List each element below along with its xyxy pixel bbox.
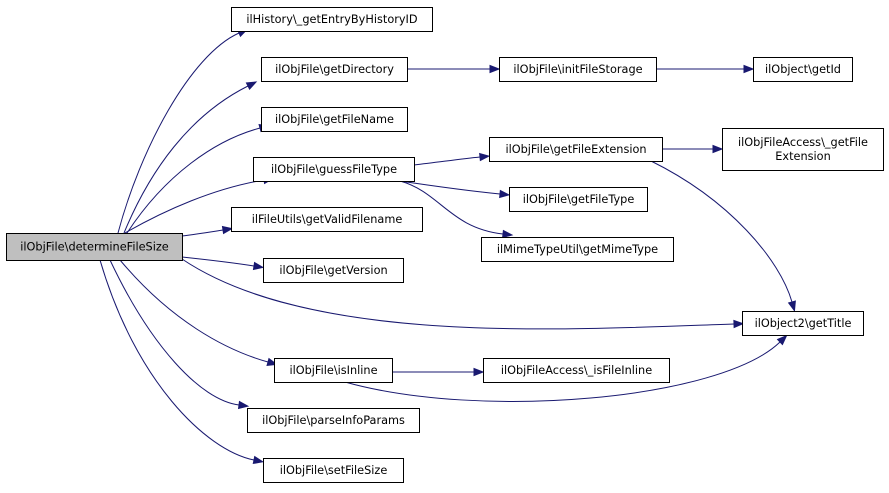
edge-root-to-getVersion — [181, 256, 255, 267]
node-box-getTitle[interactable] — [742, 311, 864, 336]
edge-root-to-getValidFilename — [181, 229, 224, 237]
arrowhead-isInline-to-getTitle — [776, 334, 788, 346]
edge-root-to-isInline — [119, 259, 269, 363]
node-parseInfoParams[interactable]: ilObjFile\parseInfoParams — [247, 408, 420, 433]
edges-layer — [99, 28, 796, 465]
node-getFileType[interactable]: ilObjFile\getFileType — [509, 187, 648, 212]
arrowhead-isInline-to-isFileInline — [473, 367, 485, 377]
node-getDirectory[interactable]: ilObjFile\getDirectory — [261, 57, 408, 82]
edge-root-to-history — [117, 32, 240, 234]
node-label-isInline: ilObjFile\isInline — [289, 364, 377, 377]
node-label-history: ilHistory\_getEntryByHistoryID — [246, 13, 417, 26]
node-box-getFileName[interactable] — [261, 107, 408, 132]
node-label-getVersion: ilObjFile\getVersion — [279, 264, 387, 277]
node-getFileExtension[interactable]: ilObjFile\getFileExtension — [489, 137, 663, 162]
node-label-accessGetFileExtension-line2: Extension — [775, 150, 830, 163]
edge-guessFileType-to-getMimeType — [399, 180, 504, 235]
node-label-isFileInline: ilObjFileAccess\_isFileInline — [501, 364, 652, 377]
arrowhead-root-to-getTitle — [733, 319, 745, 329]
node-guessFileType[interactable]: ilObjFile\guessFileType — [253, 157, 415, 182]
edge-root-to-guessFileType — [124, 179, 265, 234]
arrowhead-getDirectory-to-initFileStorage — [489, 64, 501, 74]
node-label-getValidFilename: ilFileUtils\getValidFilename — [252, 213, 403, 226]
node-label-getFileName: ilObjFile\getFileName — [275, 113, 394, 126]
node-root[interactable]: ilObjFile\determineFileSize — [6, 233, 183, 261]
node-box-getVersion[interactable] — [263, 258, 404, 283]
node-accessGetFileExtension[interactable]: ilObjFileAccess\_getFileExtension — [722, 128, 884, 171]
arrowhead-root-to-getDirectory — [245, 81, 258, 91]
node-label-guessFileType: ilObjFile\guessFileType — [271, 163, 397, 176]
arrowhead-guessFileType-to-getFileExtension — [479, 152, 491, 162]
arrowhead-guessFileType-to-getMimeType — [502, 229, 514, 239]
node-box-parseInfoParams[interactable] — [247, 408, 420, 433]
node-setFileSize[interactable]: ilObjFile\setFileSize — [263, 458, 404, 483]
arrowhead-root-to-getValidFilename — [221, 225, 234, 235]
node-getVersion[interactable]: ilObjFile\getVersion — [263, 258, 404, 283]
edge-isInline-to-getTitle — [344, 341, 781, 402]
edge-guessFileType-to-getFileType — [399, 180, 501, 195]
node-label-initFileStorage: ilObjFile\initFileStorage — [513, 63, 642, 76]
node-label-getId: ilObject\getId — [765, 63, 841, 76]
node-box-isInline[interactable] — [274, 358, 393, 383]
node-box-getFileExtension[interactable] — [489, 137, 663, 162]
arrowhead-getFileExtension-to-accessGetFileExtension — [712, 144, 724, 154]
nodes-layer: ilObjFile\determineFileSize ilHistory\_ge… — [6, 7, 884, 483]
node-label-getFileType: ilObjFile\getFileType — [523, 193, 635, 206]
edge-root-to-parseInfoParams — [109, 259, 240, 406]
node-isFileInline[interactable]: ilObjFileAccess\_isFileInline — [483, 358, 670, 383]
node-box-getFileType[interactable] — [509, 187, 648, 212]
arrowhead-root-to-setFileSize — [252, 455, 265, 465]
node-label-parseInfoParams: ilObjFile\parseInfoParams — [262, 414, 405, 427]
node-box-getValidFilename[interactable] — [231, 207, 423, 232]
node-label-getTitle: ilObject2\getTitle — [755, 317, 852, 330]
arrowhead-initFileStorage-to-getId — [743, 64, 755, 74]
node-box-history[interactable] — [231, 7, 433, 32]
node-label-accessGetFileExtension-line1: ilObjFileAccess\_getFile — [738, 136, 868, 149]
node-box-getId[interactable] — [753, 57, 853, 82]
arrowhead-root-to-parseInfoParams — [237, 400, 250, 410]
edge-getFileExtension-to-getTitle — [650, 160, 793, 303]
node-getValidFilename[interactable]: ilFileUtils\getValidFilename — [231, 207, 423, 232]
node-box-accessGetFileExtension[interactable] — [722, 128, 884, 171]
node-label-getFileExtension: ilObjFile\getFileExtension — [505, 143, 646, 156]
arrowhead-getFileExtension-to-getTitle — [787, 300, 796, 312]
node-label-getMimeType: ilMimeTypeUtil\getMimeType — [497, 243, 658, 256]
node-initFileStorage[interactable]: ilObjFile\initFileStorage — [499, 57, 657, 82]
node-getTitle[interactable]: ilObject2\getTitle — [742, 311, 864, 336]
edge-root-to-getDirectory — [123, 85, 249, 234]
node-box-setFileSize[interactable] — [263, 458, 404, 483]
node-getMimeType[interactable]: ilMimeTypeUtil\getMimeType — [481, 237, 674, 262]
node-box-getDirectory[interactable] — [261, 57, 408, 82]
arrowhead-root-to-getVersion — [252, 261, 265, 271]
edge-root-to-setFileSize — [99, 259, 255, 461]
node-isInline[interactable]: ilObjFile\isInline — [274, 358, 393, 383]
edge-root-to-getTitle — [181, 258, 735, 330]
node-box-isFileInline[interactable] — [483, 358, 670, 383]
edge-guessFileType-to-getFileExtension — [413, 156, 481, 166]
node-history[interactable]: ilHistory\_getEntryByHistoryID — [231, 7, 433, 32]
node-box-root[interactable] — [6, 233, 183, 261]
node-getFileName[interactable]: ilObjFile\getFileName — [261, 107, 408, 132]
node-label-setFileSize: ilObjFile\setFileSize — [280, 464, 388, 477]
node-box-getMimeType[interactable] — [481, 237, 674, 262]
node-getId[interactable]: ilObject\getId — [753, 57, 853, 82]
node-label-getDirectory: ilObjFile\getDirectory — [275, 63, 394, 76]
node-box-guessFileType[interactable] — [253, 157, 415, 182]
arrowhead-guessFileType-to-getFileType — [499, 189, 511, 199]
edge-root-to-getFileName — [126, 127, 261, 234]
node-label-root: ilObjFile\determineFileSize — [20, 241, 169, 254]
node-box-initFileStorage[interactable] — [499, 57, 657, 82]
